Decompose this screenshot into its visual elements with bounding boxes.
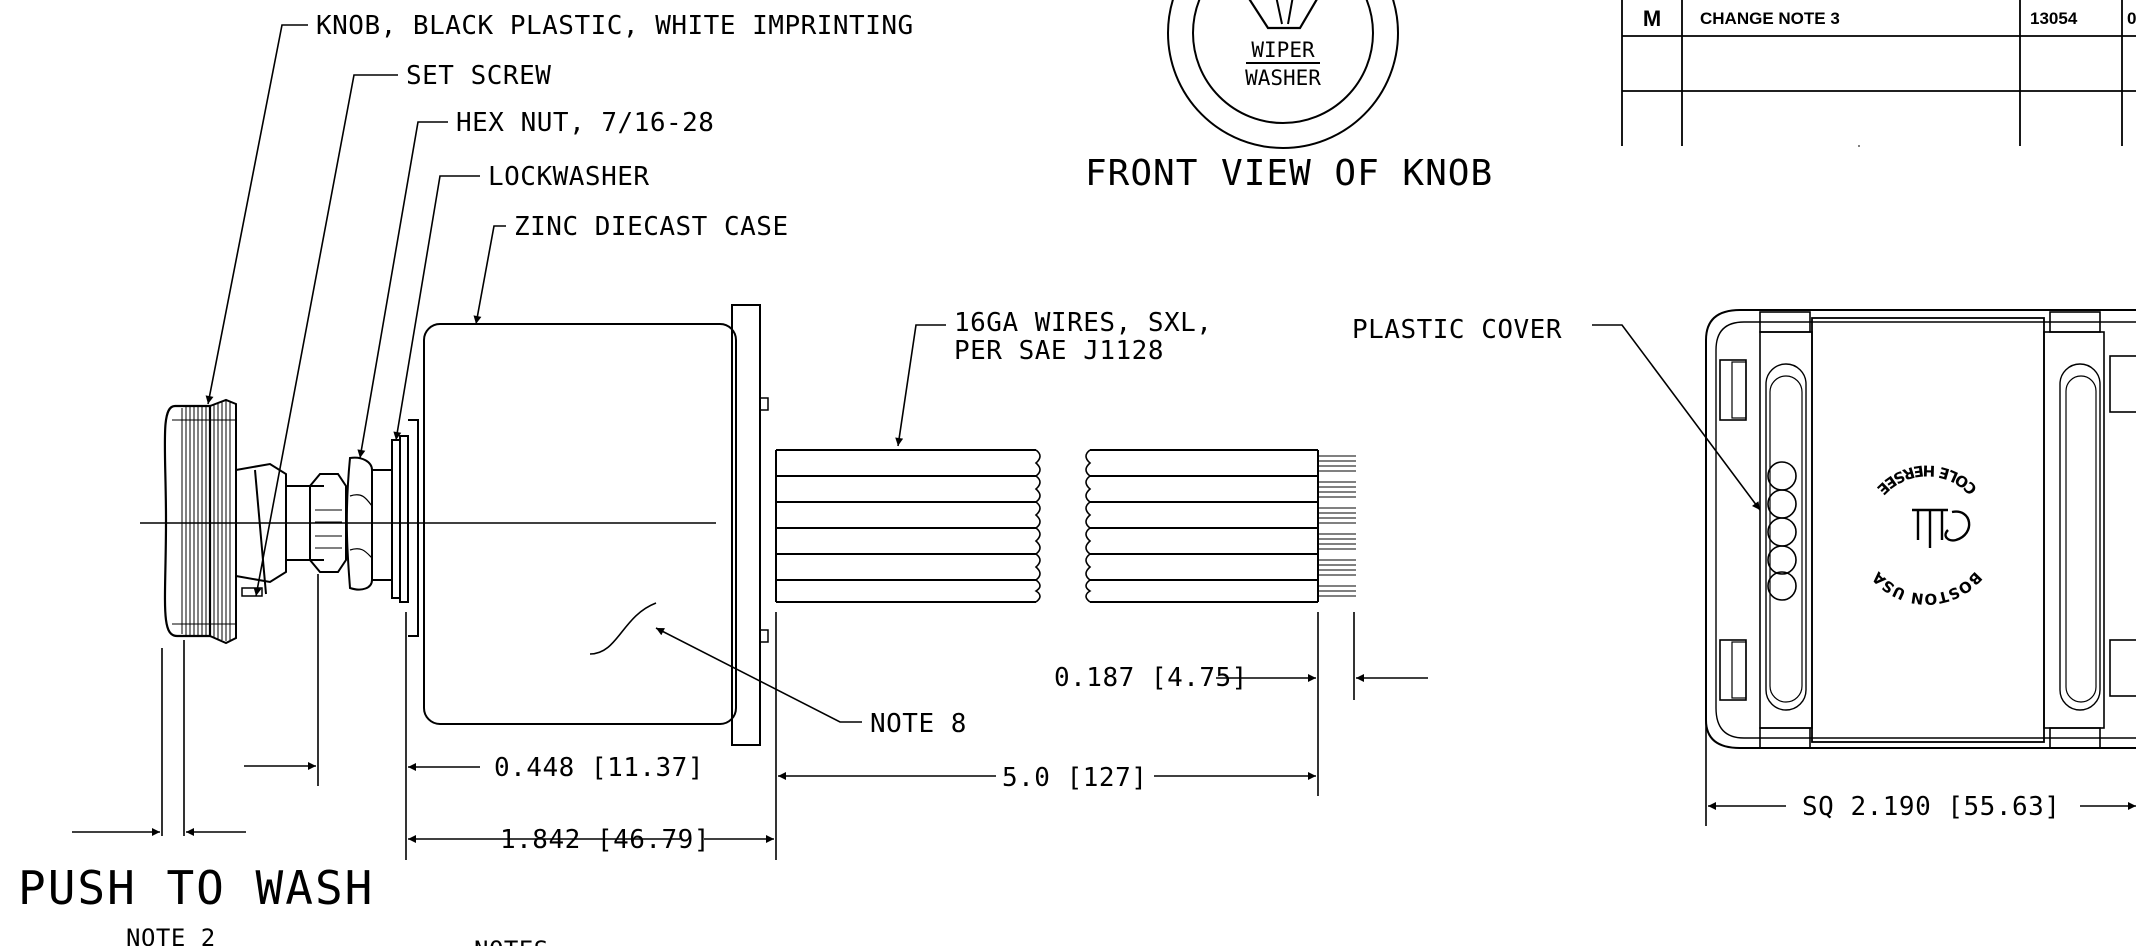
dim-square: SQ 2.190 [55.63] xyxy=(1802,792,2060,822)
text-labels: KNOB, BLACK PLASTIC, WHITE IMPRINTING SE… xyxy=(18,6,2136,946)
rev-letter: M xyxy=(1643,6,1661,31)
lockwasher-label: LOCKWASHER xyxy=(488,162,650,192)
zinc-diecast-case xyxy=(423,323,737,725)
dim-wire-length: 5.0 [127] xyxy=(1002,763,1147,793)
wires-label-line1: 16GA WIRES, SXL, xyxy=(954,308,1212,338)
hex-nut-label: HEX NUT, 7/16-28 xyxy=(456,108,714,138)
logo-bottom-text: COLE HERSEE xyxy=(1873,461,1980,498)
case-flange xyxy=(731,304,761,746)
notes-heading: NOTES xyxy=(474,936,549,946)
knob-label: KNOB, BLACK PLASTIC, WHITE IMPRINTING xyxy=(316,11,914,41)
note8-label: NOTE 8 xyxy=(870,709,967,739)
push-to-wash-label: PUSH TO WASH xyxy=(18,861,374,915)
leader-lines xyxy=(205,24,1761,723)
stripped-wire-ends xyxy=(1318,455,1356,597)
side-view-assembly xyxy=(140,304,1356,746)
wire-bundle-right xyxy=(1085,449,1356,603)
dim-shaft: 0.448 [11.37] xyxy=(494,753,704,783)
front-view-caption: FRONT VIEW OF KNOB xyxy=(1085,153,1493,194)
rev-date-fragment: 0 xyxy=(2127,9,2136,28)
knob-side-view xyxy=(163,398,287,645)
dimension-lines xyxy=(72,574,2136,860)
set-screw-label: SET SCREW xyxy=(406,61,551,91)
logo-top-text: BOSTON USA xyxy=(1868,568,1985,608)
knob-word-washer: WASHER xyxy=(1245,66,1321,90)
wires-label-line2: PER SAE J1128 xyxy=(954,336,1164,366)
bushing-nut-lockwasher xyxy=(286,419,419,637)
back-view-cover xyxy=(1705,309,2136,749)
revision-table xyxy=(1621,0,2136,147)
dim-overall: 1.842 [46.79] xyxy=(500,825,710,855)
wire-bundle-left xyxy=(775,449,1041,603)
knob-word-wiper: WIPER xyxy=(1251,38,1315,62)
plastic-cover-label: PLASTIC COVER xyxy=(1352,315,1562,345)
rev-description: CHANGE NOTE 3 xyxy=(1700,9,1840,28)
knob-knurling xyxy=(181,401,231,641)
rev-eco: 13054 xyxy=(2030,9,2078,28)
note2-label: NOTE 2 xyxy=(126,924,216,946)
knob-front-view xyxy=(1167,0,1399,149)
note8-curve xyxy=(589,602,657,655)
cole-hersee-logo xyxy=(1912,508,1971,548)
case-label: ZINC DIECAST CASE xyxy=(514,212,789,242)
dim-strip-length: 0.187 [4.75] xyxy=(1054,663,1248,693)
